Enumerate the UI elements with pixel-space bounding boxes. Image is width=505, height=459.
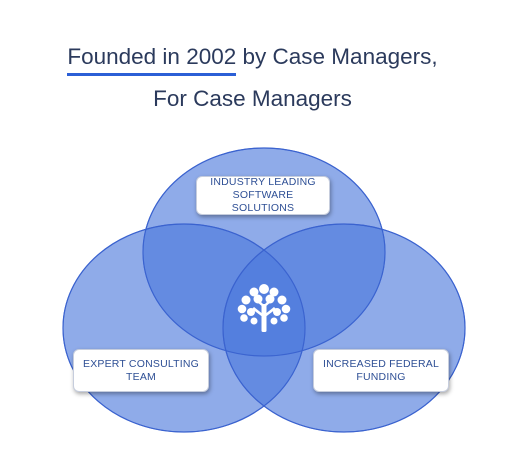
title-rest: by Case Managers,	[236, 44, 438, 69]
founded-year-highlight: Founded in 2002	[67, 44, 237, 76]
label-expert-consulting: EXPERT CONSULTING TEAM	[73, 349, 209, 392]
label-federal-funding: INCREASED FEDERAL FUNDING	[313, 349, 449, 392]
label-software-solutions: INDUSTRY LEADING SOFTWARE SOLUTIONS	[196, 176, 330, 215]
label-federal-funding-text: INCREASED FEDERAL FUNDING	[322, 357, 439, 383]
page-subtitle: For Case Managers	[153, 86, 352, 111]
label-software-solutions-text: INDUSTRY LEADING SOFTWARE SOLUTIONS	[210, 176, 316, 214]
circle-funding	[222, 223, 466, 433]
label-expert-consulting-text: EXPERT CONSULTING TEAM	[82, 357, 199, 383]
tree-icon	[237, 284, 291, 332]
page-title: Founded in 2002 by Case Managers,	[0, 43, 505, 76]
